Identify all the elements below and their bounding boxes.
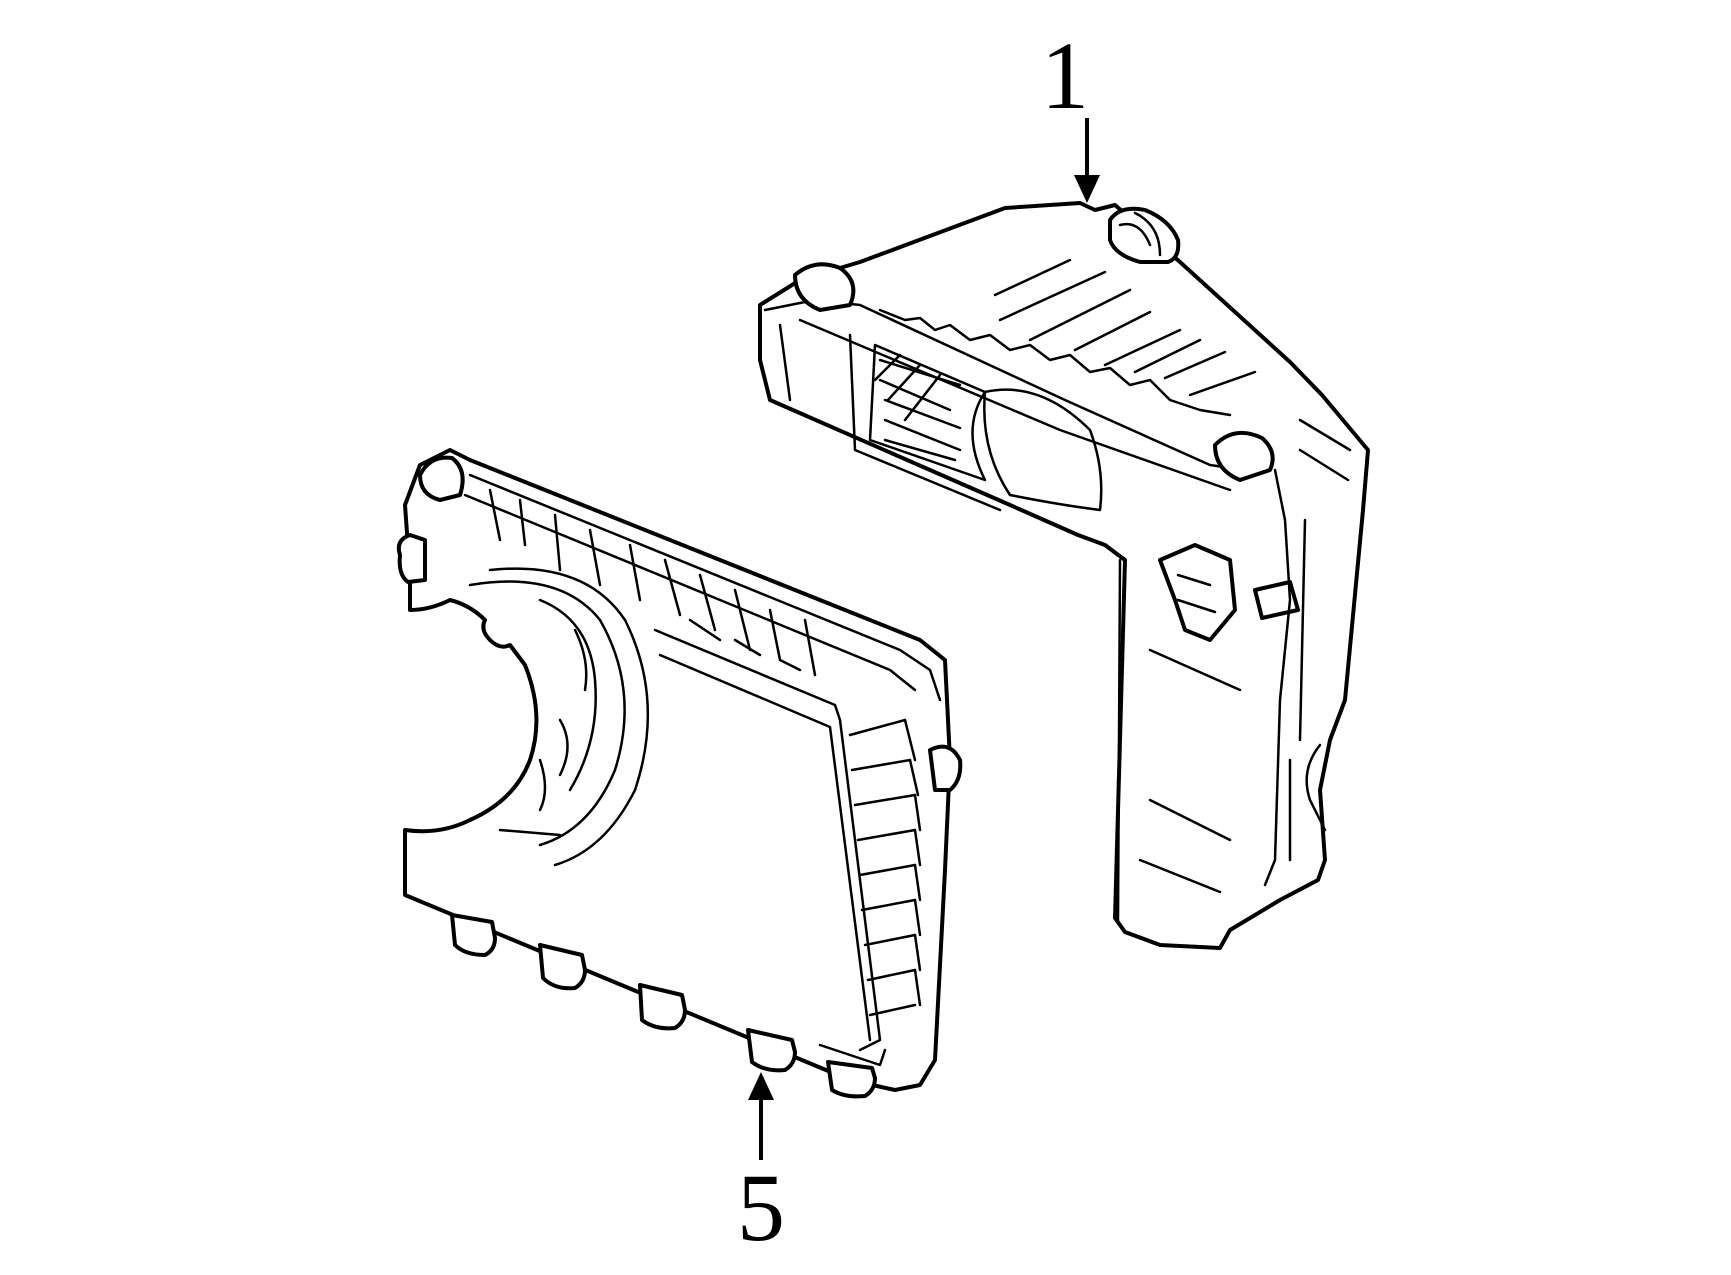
lower-housing-rim xyxy=(468,473,942,702)
lower-housing-side-clip xyxy=(928,744,963,792)
lower-housing-frame xyxy=(653,628,882,1052)
lower-housing-top-boss xyxy=(418,455,465,502)
upper-housing-latch xyxy=(1213,430,1275,482)
upper-housing-port xyxy=(983,388,1103,512)
callout-1-label: 1 xyxy=(1041,22,1089,129)
callout-1-arrow-icon xyxy=(1074,175,1100,203)
upper-housing-window xyxy=(868,343,987,482)
upper-housing-side-clamp xyxy=(1158,543,1237,642)
lower-housing-foot-4 xyxy=(746,1028,797,1073)
upper-housing-band xyxy=(1253,580,1300,620)
lower-housing-left-tab xyxy=(396,533,427,584)
lower-housing-foot-2 xyxy=(538,943,587,991)
callout-1-group: 1 xyxy=(1041,22,1100,203)
callout-5-arrow-icon xyxy=(748,1072,774,1100)
part-1-upper-housing[interactable] xyxy=(758,201,1370,950)
lower-housing-foot-5 xyxy=(826,1060,877,1099)
upper-housing-left-clip xyxy=(793,262,856,312)
callout-5-label: 5 xyxy=(737,1154,785,1261)
part-5-lower-housing[interactable] xyxy=(396,448,963,1099)
lower-housing-port-ring xyxy=(468,580,626,847)
callout-5-group: 5 xyxy=(737,1072,785,1261)
lower-housing-foot-3 xyxy=(638,983,687,1031)
lower-housing-body xyxy=(403,448,952,1092)
lower-housing-foot-1 xyxy=(450,913,497,957)
